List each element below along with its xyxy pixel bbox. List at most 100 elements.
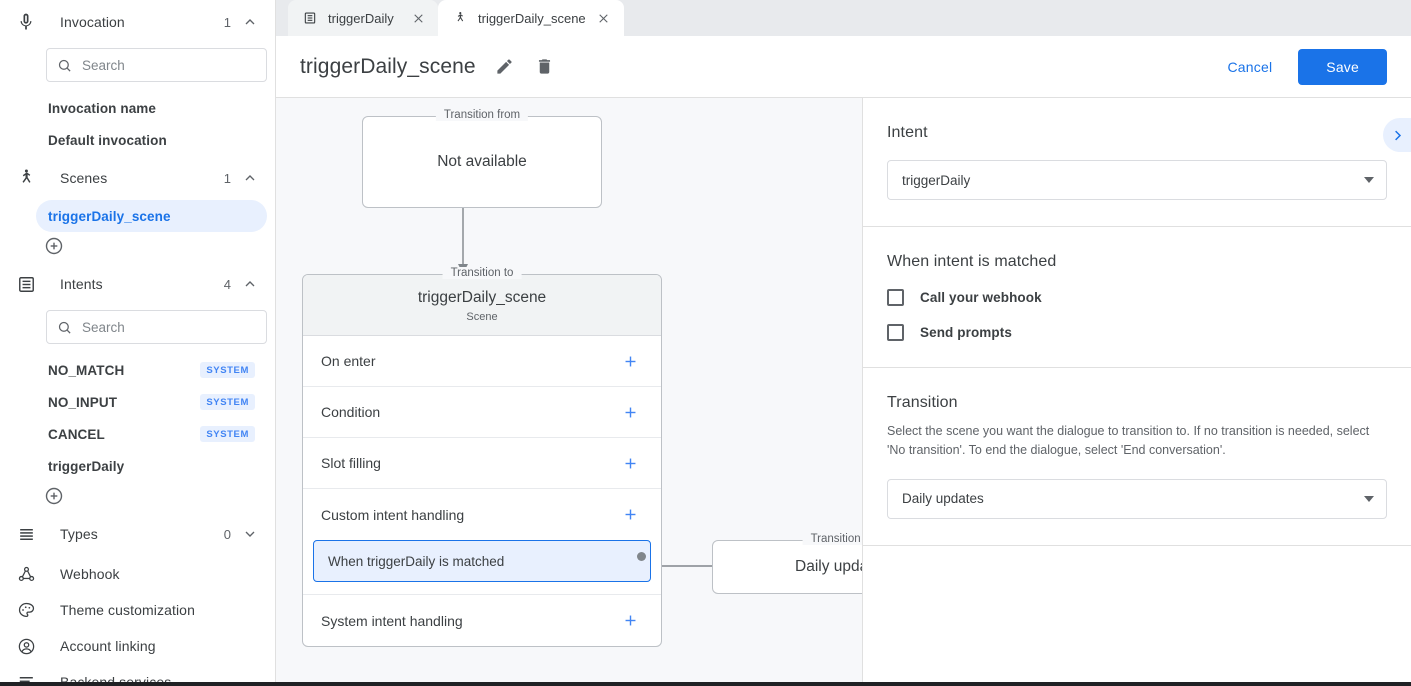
scene-node-header: triggerDaily_scene Scene bbox=[303, 275, 661, 336]
sidebar-item-triggerdaily-scene[interactable]: triggerDaily_scene bbox=[36, 200, 267, 232]
intent-handler-chip[interactable]: When triggerDaily is matched bbox=[313, 540, 651, 582]
caret-down-icon bbox=[1364, 177, 1374, 183]
transition-section-description: Select the scene you want the dialogue t… bbox=[887, 424, 1370, 458]
scene-row-label: Condition bbox=[321, 404, 381, 420]
invocation-search-box[interactable] bbox=[46, 48, 267, 82]
sidebar-item-label: triggerDaily bbox=[48, 458, 125, 474]
checkbox-row-send-prompts[interactable]: Send prompts bbox=[887, 324, 1387, 341]
transition-to-node[interactable]: Transition to Daily updates bbox=[712, 533, 862, 594]
checkbox-row-call-your-webhook[interactable]: Call your webhook bbox=[887, 289, 1387, 306]
lines-icon bbox=[14, 522, 38, 546]
transition-to-value: Daily updates bbox=[795, 558, 862, 575]
sidebar-group-label: Intents bbox=[60, 276, 103, 292]
scene-node[interactable]: Transition to triggerDaily_scene Scene O… bbox=[302, 267, 662, 647]
pencil-icon[interactable] bbox=[494, 56, 516, 78]
tab-label: triggerDaily_scene bbox=[478, 10, 586, 26]
sidebar-item-label: triggerDaily_scene bbox=[48, 208, 171, 224]
scene-person-icon bbox=[14, 166, 38, 190]
page-title: triggerDaily_scene bbox=[300, 54, 476, 78]
invocation-search-wrap bbox=[0, 44, 275, 92]
connector-dot-chip bbox=[637, 552, 646, 561]
sidebar-group-count: 0 bbox=[223, 526, 231, 542]
transition-to-legend: Transition to bbox=[442, 267, 522, 279]
sidebar-group-intents[interactable]: Intents 4 bbox=[0, 262, 275, 306]
intents-search-input[interactable] bbox=[82, 319, 256, 335]
cancel-button[interactable]: Cancel bbox=[1214, 51, 1287, 83]
chevron-down-icon[interactable] bbox=[241, 525, 259, 543]
transition-select-value: Daily updates bbox=[902, 491, 984, 507]
transition-section-title: Transition bbox=[887, 394, 958, 411]
plus-icon[interactable] bbox=[621, 352, 639, 370]
transition-to-legend: Transition to bbox=[802, 533, 862, 545]
body-row: Transition from Not available Transition… bbox=[276, 98, 1411, 686]
save-button[interactable]: Save bbox=[1298, 48, 1387, 85]
sidebar-item-cancel[interactable]: CANCEL SYSTEM bbox=[36, 418, 267, 450]
plus-icon[interactable] bbox=[621, 403, 639, 421]
plus-icon[interactable] bbox=[621, 612, 639, 630]
intent-select-value: triggerDaily bbox=[902, 172, 971, 188]
scene-row-on-enter[interactable]: On enter bbox=[303, 336, 661, 387]
intents-search-wrap bbox=[0, 306, 275, 354]
checkbox-label: Send prompts bbox=[920, 325, 1012, 340]
plus-icon[interactable] bbox=[621, 506, 639, 524]
sidebar-item-no-input[interactable]: NO_INPUT SYSTEM bbox=[36, 386, 267, 418]
sidebar-item-theme-customization[interactable]: Theme customization bbox=[0, 592, 275, 628]
window-bottom-edge bbox=[0, 682, 1411, 686]
tab-triggerdaily-scene[interactable]: triggerDaily_scene bbox=[438, 0, 624, 36]
tab-label: triggerDaily bbox=[328, 10, 394, 26]
search-icon bbox=[58, 59, 71, 72]
tab-triggerdaily[interactable]: triggerDaily bbox=[288, 0, 438, 36]
trash-icon[interactable] bbox=[534, 56, 556, 78]
add-intent-icon[interactable] bbox=[44, 486, 64, 506]
scene-person-icon bbox=[452, 10, 468, 26]
invocation-search-input[interactable] bbox=[82, 57, 256, 73]
intent-select[interactable]: triggerDaily bbox=[887, 160, 1387, 200]
close-icon[interactable] bbox=[410, 10, 426, 26]
sidebar-item-webhook[interactable]: Webhook bbox=[0, 556, 275, 592]
account-circle-icon bbox=[14, 634, 38, 658]
chevron-up-icon[interactable] bbox=[241, 169, 259, 187]
scene-row-label: On enter bbox=[321, 353, 376, 369]
sidebar-group-scenes[interactable]: Scenes 1 bbox=[0, 156, 275, 200]
page-header: triggerDaily_scene Cancel Save bbox=[276, 36, 1411, 98]
close-icon[interactable] bbox=[596, 10, 612, 26]
scene-row-custom-intent-handling[interactable]: Custom intent handling bbox=[303, 489, 661, 540]
scene-row-slot-filling[interactable]: Slot filling bbox=[303, 438, 661, 489]
scene-row-label: Slot filling bbox=[321, 455, 381, 471]
sidebar-group-label: Types bbox=[60, 526, 98, 542]
checkbox-call-your-webhook[interactable] bbox=[887, 289, 904, 306]
sidebar-item-invocation-name[interactable]: Invocation name bbox=[36, 92, 267, 124]
sidebar-item-label: Webhook bbox=[60, 566, 120, 582]
checkbox-send-prompts[interactable] bbox=[887, 324, 904, 341]
scene-graph-canvas[interactable]: Transition from Not available Transition… bbox=[276, 98, 862, 686]
chevron-up-icon[interactable] bbox=[241, 13, 259, 31]
add-scene-icon[interactable] bbox=[44, 236, 64, 256]
add-scene-row bbox=[0, 232, 275, 262]
scene-row-label: System intent handling bbox=[321, 612, 463, 629]
transition-select[interactable]: Daily updates bbox=[887, 478, 1387, 519]
transition-from-node[interactable]: Transition from Not available bbox=[362, 109, 602, 208]
intent-handler-chip-row: When triggerDaily is matched bbox=[303, 540, 661, 594]
sidebar-group-count: 1 bbox=[223, 14, 231, 30]
right-panel: Intent triggerDaily When intent is match… bbox=[862, 98, 1411, 686]
scene-row-condition[interactable]: Condition bbox=[303, 387, 661, 438]
sidebar-item-label: Theme customization bbox=[60, 602, 195, 618]
search-icon bbox=[58, 321, 71, 334]
scene-row-system-intent-handling[interactable]: System intent handling bbox=[303, 595, 661, 646]
sidebar-item-account-linking[interactable]: Account linking bbox=[0, 628, 275, 664]
chevron-up-icon[interactable] bbox=[241, 275, 259, 293]
intents-search-box[interactable] bbox=[46, 310, 267, 344]
sidebar-item-triggerdaily[interactable]: triggerDaily bbox=[36, 450, 267, 482]
sidebar-group-invocation[interactable]: Invocation 1 bbox=[0, 0, 275, 44]
transition-from-legend: Transition from bbox=[435, 109, 529, 121]
sidebar-group-types[interactable]: Types 0 bbox=[0, 512, 275, 556]
sidebar-item-no-match[interactable]: NO_MATCH SYSTEM bbox=[36, 354, 267, 386]
plus-icon[interactable] bbox=[621, 454, 639, 472]
chevron-right-icon[interactable] bbox=[1383, 118, 1411, 152]
transition-section: Transition Select the scene you want the… bbox=[863, 368, 1411, 546]
sidebar-item-default-invocation[interactable]: Default invocation bbox=[36, 124, 267, 156]
sidebar-item-label: NO_MATCH bbox=[48, 362, 125, 378]
when-intent-matched-section: When intent is matched Call your webhook… bbox=[863, 227, 1411, 368]
sidebar-item-label: Account linking bbox=[60, 638, 156, 654]
